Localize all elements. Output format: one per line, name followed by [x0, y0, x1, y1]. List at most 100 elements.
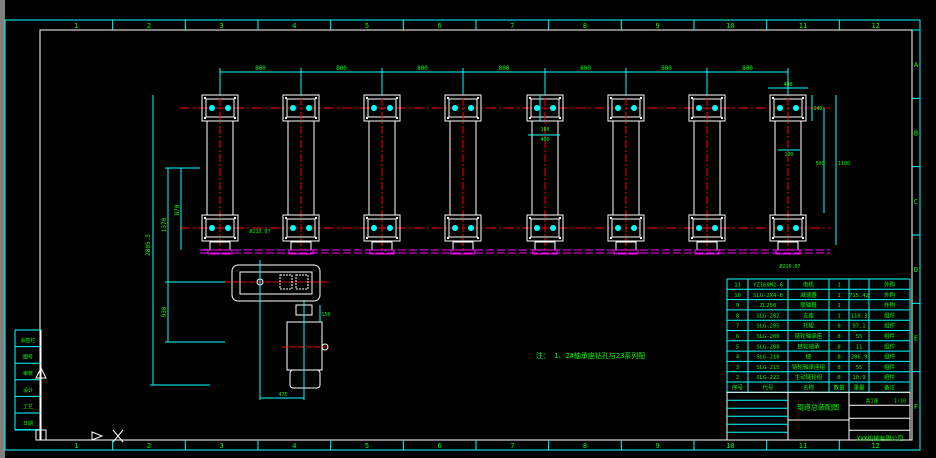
- dimension-label: 800: [580, 65, 591, 72]
- bolt-icon: [631, 225, 637, 231]
- side-table-cell: 会签栏: [20, 337, 35, 344]
- corner-bolt: [366, 117, 368, 119]
- corner-bolt: [802, 117, 804, 119]
- corner-bolt: [477, 237, 479, 239]
- corner-bolt: [691, 97, 693, 99]
- dimension-label: 800: [336, 65, 347, 72]
- zone-number-top: 6: [438, 22, 442, 30]
- roller-unit: [688, 70, 726, 255]
- gearbox-inner: [239, 271, 313, 295]
- bearing-block: [607, 214, 645, 242]
- zone-number-bottom: 10: [726, 442, 734, 450]
- bolt-icon: [696, 225, 702, 231]
- corner-bolt: [285, 217, 287, 219]
- bearing-inner: [448, 218, 478, 238]
- bolt-icon: [225, 105, 231, 111]
- corner-bolt: [529, 237, 531, 239]
- dimension-label: Ø210.07: [249, 228, 270, 235]
- table-cell: 1: [837, 283, 840, 289]
- table-header-cell: 名称: [803, 384, 815, 392]
- zone-number-bottom: 12: [871, 442, 879, 450]
- sprocket-hub: [207, 249, 233, 255]
- corner-bolt: [396, 217, 398, 219]
- bearing-inner: [530, 218, 560, 238]
- bearing-inner: [286, 218, 316, 238]
- corner-bolt: [529, 217, 531, 219]
- corner-bolt: [396, 117, 398, 119]
- dimension-label: 150: [321, 312, 330, 318]
- bolt-icon: [290, 225, 296, 231]
- bolt-icon: [209, 225, 215, 231]
- corner-bolt: [447, 97, 449, 99]
- company-name: XXX机械有限公司: [857, 434, 904, 442]
- corner-bolt: [315, 237, 317, 239]
- corner-bolt: [691, 217, 693, 219]
- table-header-cell: 代号: [762, 384, 774, 392]
- table-header-cell: 数量: [833, 384, 845, 392]
- corner-bolt: [802, 217, 804, 219]
- bolt-icon: [712, 105, 718, 111]
- zone-number-bottom: 6: [438, 442, 442, 450]
- scale-label: 1:10: [894, 398, 906, 404]
- table-cell: 组件: [884, 332, 896, 340]
- bolt-icon: [468, 105, 474, 111]
- dimension-label: 800: [499, 65, 510, 72]
- dimension-label: 800: [661, 65, 672, 72]
- zone-number-top: 8: [583, 22, 587, 30]
- corner-bolt: [366, 217, 368, 219]
- table-cell: 外购: [884, 301, 896, 309]
- bearing-inner: [773, 218, 803, 238]
- dimension-label: 930: [161, 306, 168, 317]
- bolt-icon: [306, 225, 312, 231]
- gear: [295, 274, 309, 290]
- table-cell: SLG-208: [756, 344, 779, 350]
- dimension-label: 800: [255, 65, 266, 72]
- bolt-icon: [615, 225, 621, 231]
- dimension-label: 500: [815, 161, 824, 167]
- table-cell: 2: [736, 375, 739, 381]
- corner-bolt: [640, 237, 642, 239]
- zone-letter: B: [914, 130, 918, 138]
- zone-letter: D: [914, 266, 918, 274]
- table-cell: 链轮轴承座组: [792, 363, 826, 371]
- corner-bolt: [610, 117, 612, 119]
- ucs-origin: [35, 429, 47, 441]
- bolt-icon: [793, 225, 799, 231]
- zone-letter: E: [914, 335, 918, 343]
- corner-bolt: [691, 117, 693, 119]
- dimension-label: 240: [813, 106, 822, 112]
- sheet-label: 共1张: [865, 397, 878, 404]
- bolt-icon: [387, 105, 393, 111]
- dimension-label: 160: [540, 127, 549, 133]
- table-cell: 8: [837, 324, 840, 330]
- table-cell: 6: [736, 334, 739, 340]
- table-cell: 组件: [884, 353, 896, 361]
- zone-letter: A: [914, 61, 919, 69]
- zone-number-top: 5: [365, 22, 369, 30]
- corner-bolt: [315, 117, 317, 119]
- table-cell: SLG-222: [756, 375, 779, 381]
- bolt-icon: [306, 105, 312, 111]
- bolt-icon: [209, 105, 215, 111]
- table-cell: 托辊: [803, 322, 815, 330]
- bearing-block: [526, 214, 564, 242]
- roller-unit: [526, 70, 564, 255]
- table-cell: 55: [856, 365, 863, 371]
- dimension-label: 1370: [161, 217, 168, 232]
- bolt-icon: [387, 225, 393, 231]
- zone-number-top: 9: [656, 22, 660, 30]
- bolt-icon: [225, 225, 231, 231]
- roller-unit: [444, 70, 482, 255]
- corner-bolt: [204, 97, 206, 99]
- bolt-icon: [777, 225, 783, 231]
- table-cell: 4: [736, 355, 740, 361]
- bolt-icon: [468, 225, 474, 231]
- bearing-block: [282, 214, 320, 242]
- sprocket-hub: [288, 249, 314, 255]
- corner-bolt: [447, 117, 449, 119]
- table-cell: 10.9: [852, 375, 865, 381]
- table-cell: 外购: [884, 281, 896, 289]
- bolt-icon: [534, 105, 540, 111]
- corner-bolt: [285, 117, 287, 119]
